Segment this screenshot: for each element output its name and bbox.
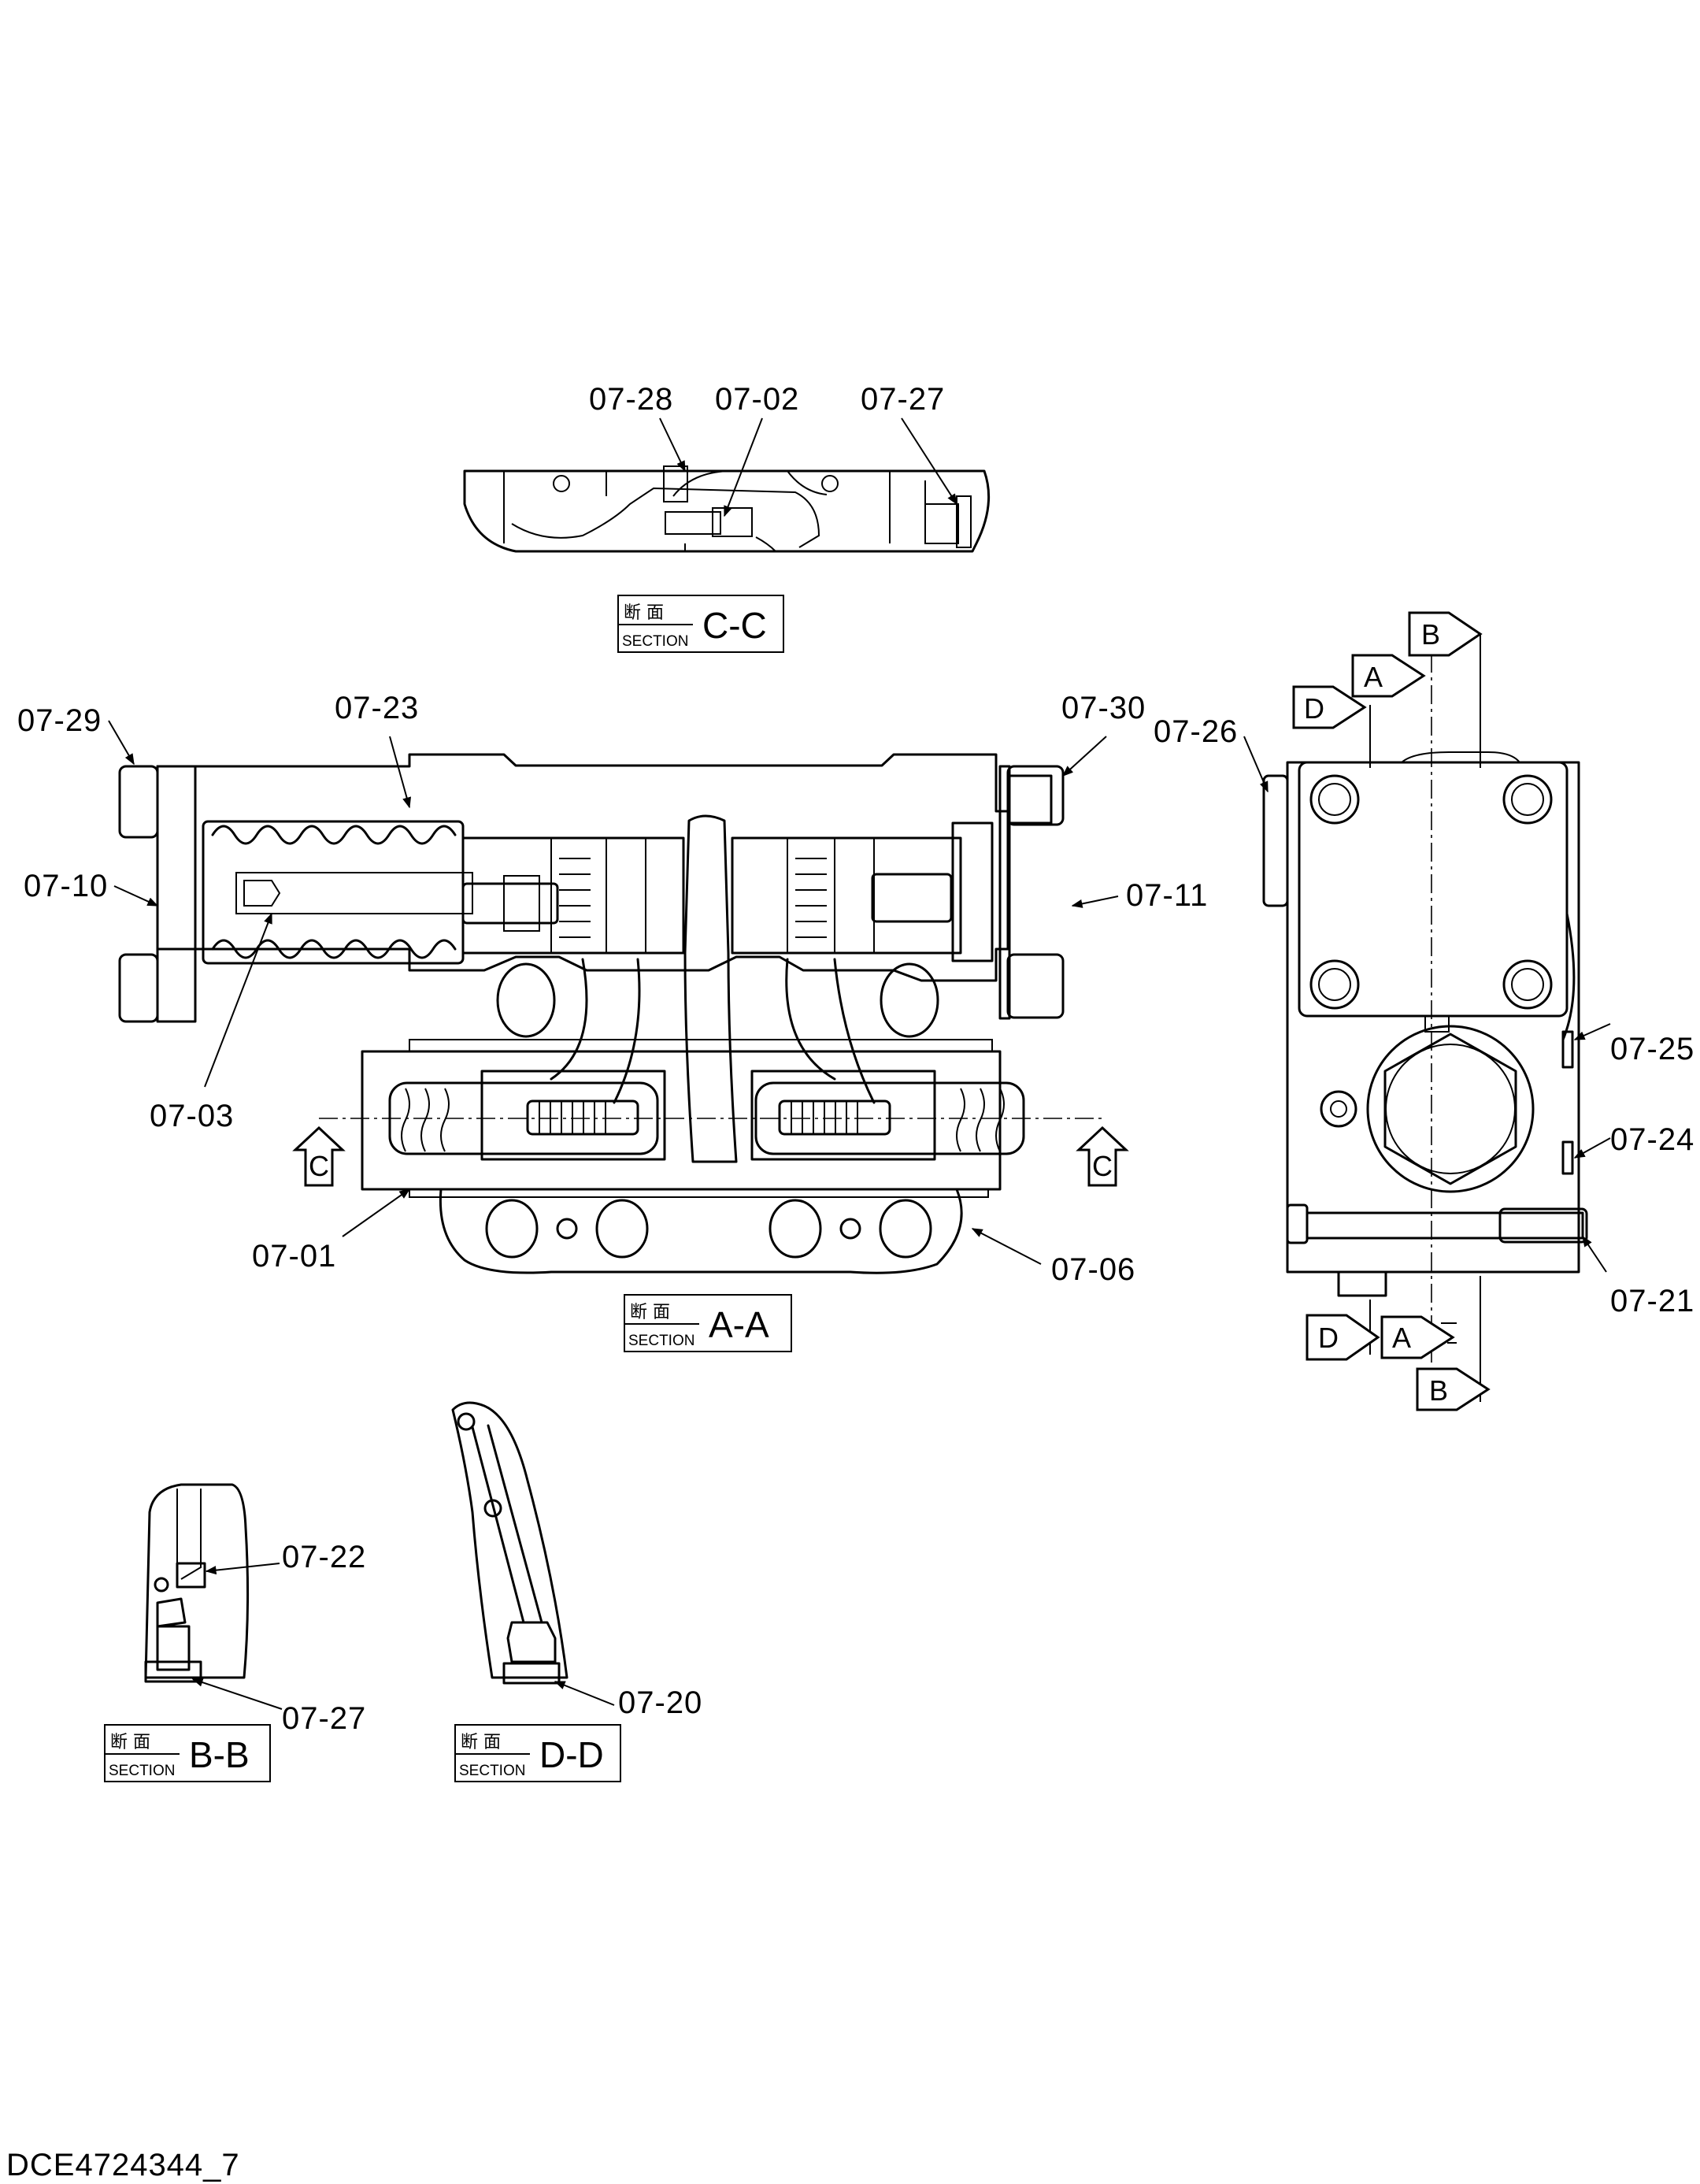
svg-text:C: C (309, 1150, 329, 1182)
svg-text:D: D (1318, 1322, 1339, 1354)
section-word: SECTION (622, 633, 688, 650)
section-cc-drawing (463, 465, 991, 553)
section-label-aa: 断 面 SECTION A-A (624, 1294, 792, 1352)
section-letters: B-B (189, 1734, 250, 1775)
svg-text:A: A (1392, 1322, 1411, 1354)
section-kanji: 断 面 (110, 1733, 150, 1752)
callout-07-29: 07-29 (17, 703, 102, 738)
callout-07-27-bottom: 07-27 (282, 1701, 366, 1736)
view-marker-b-top: B (1408, 611, 1483, 657)
callout-07-06: 07-06 (1051, 1252, 1135, 1287)
callout-07-24: 07-24 (1610, 1122, 1694, 1157)
section-label-dd: 断 面 SECTION D-D (454, 1724, 621, 1782)
svg-text:D: D (1304, 692, 1324, 725)
view-marker-a-top: A (1351, 654, 1426, 698)
callout-07-25: 07-25 (1610, 1032, 1694, 1066)
callout-07-20: 07-20 (618, 1685, 702, 1720)
section-dd-drawing (451, 1401, 569, 1685)
side-view-drawing (1262, 634, 1588, 1402)
section-letters: C-C (702, 605, 767, 646)
svg-text:B: B (1429, 1374, 1448, 1407)
view-marker-c-right: C (1076, 1125, 1129, 1187)
section-word: SECTION (109, 1763, 175, 1779)
callout-07-27-top: 07-27 (861, 382, 945, 417)
callout-07-26: 07-26 (1154, 714, 1238, 749)
svg-text:C: C (1092, 1150, 1113, 1182)
view-marker-d-top: D (1292, 685, 1367, 729)
callout-07-22: 07-22 (282, 1540, 366, 1574)
section-letters: D-D (539, 1734, 604, 1775)
callout-07-11: 07-11 (1126, 878, 1208, 913)
callout-07-01: 07-01 (252, 1239, 336, 1274)
section-label-cc: 断 面 SECTION C-C (617, 595, 784, 653)
callout-labels: 07-28 07-02 07-27 07-29 07-23 07-30 07-2… (17, 382, 1694, 1736)
view-marker-a-bottom: A (1380, 1315, 1455, 1359)
view-marker-b-bottom: B (1416, 1367, 1491, 1411)
view-marker-d-bottom: D (1306, 1314, 1380, 1361)
callout-07-30: 07-30 (1061, 691, 1146, 725)
leader-lines (108, 417, 1611, 1710)
section-label-bb: 断 面 SECTION B-B (104, 1724, 271, 1782)
section-kanji: 断 面 (630, 1303, 670, 1322)
callout-07-21: 07-21 (1610, 1284, 1694, 1318)
drawing-number: DCE4724344_7 (6, 2148, 240, 2182)
callout-07-28: 07-28 (589, 382, 673, 417)
view-marker-c-left: C (292, 1125, 346, 1187)
section-aa-drawing (118, 753, 1102, 1274)
svg-text:A: A (1364, 661, 1383, 693)
spring-coils (211, 825, 457, 959)
section-word: SECTION (459, 1763, 525, 1779)
section-kanji: 断 面 (461, 1733, 501, 1752)
section-kanji: 断 面 (624, 603, 664, 623)
section-letters: A-A (709, 1304, 769, 1345)
svg-text:B: B (1421, 618, 1440, 651)
callout-07-02: 07-02 (715, 382, 799, 417)
section-bb-drawing (144, 1483, 250, 1683)
callout-07-23: 07-23 (335, 691, 419, 725)
callout-07-03: 07-03 (150, 1099, 234, 1133)
section-word: SECTION (628, 1333, 694, 1349)
callout-07-10: 07-10 (24, 869, 108, 903)
